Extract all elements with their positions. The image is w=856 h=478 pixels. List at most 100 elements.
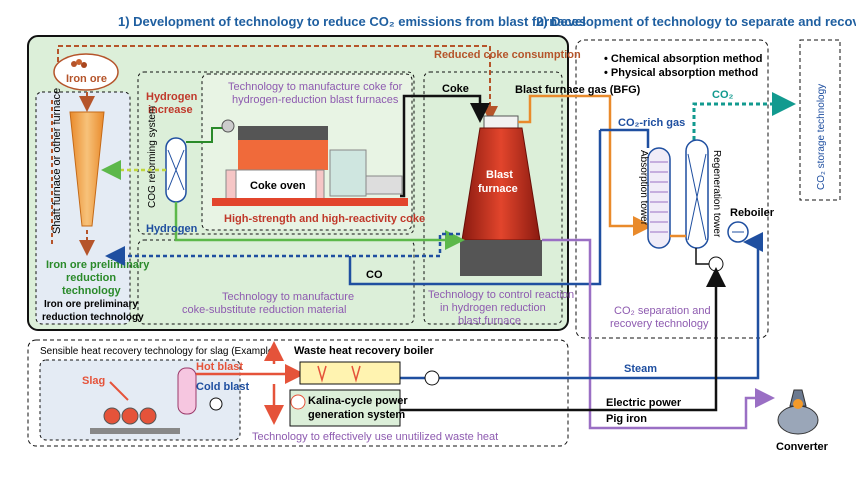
co-return-line: [348, 130, 602, 286]
slag-roller-2: [121, 407, 139, 425]
co2-sep-label-1: CO₂ separation and: [614, 305, 711, 317]
iron-pre-black-2: reduction technology: [42, 312, 144, 323]
control-label-2: in hydrogen reduction: [440, 302, 546, 314]
iron-pre-green-2: reduction: [66, 272, 116, 284]
kalina-label-1: Kalina-cycle power: [308, 395, 408, 407]
cold-blast-label: Cold blast: [196, 381, 250, 393]
bf-control-box: [423, 71, 563, 325]
iron-pre-black-1: Iron ore preliminary: [44, 299, 138, 310]
title-right: 2) Development of technology to separate…: [536, 14, 856, 29]
iron-ore-ellipse: [53, 53, 119, 91]
shaft-furnace-label: Shaft furnace or other furnace: [51, 88, 63, 234]
coke-oven-pipe-icon: [221, 119, 235, 133]
hydrogen-increase-2: increase: [148, 104, 193, 116]
hydrogen-increase-1: Hydrogen: [146, 91, 198, 103]
co-label: CO: [366, 269, 383, 281]
slag-label: Slag: [82, 375, 105, 387]
chem-abs-label: • Chemical absorption method: [604, 53, 762, 65]
boiler-pump-icon: [424, 370, 440, 386]
co2-top-label: CO₂: [712, 89, 734, 101]
hot-blast-label: Hot blast: [196, 361, 243, 373]
iron-ore-icon-2: [76, 59, 82, 65]
coke-sub-label-2: coke-substitute reduction material: [182, 304, 346, 316]
hydrogen-label: Hydrogen: [146, 223, 198, 235]
coke-feed-line: [400, 94, 490, 198]
iron-pre-green-3: technology: [62, 285, 122, 297]
pig-iron-label: Pig iron: [606, 413, 647, 425]
slag-roller-1: [103, 407, 121, 425]
cog-reforming-label: COG reforming system: [147, 106, 158, 208]
iron-ore-icon-3: [81, 62, 87, 68]
electric-power-label: Electric power: [606, 397, 682, 409]
title-left: 1) Development of technology to reduce C…: [118, 14, 586, 29]
kalina-box: [289, 389, 401, 427]
cog-reformer-packing: [167, 149, 185, 191]
unutilized-label: Technology to effectively use unutilized…: [252, 431, 498, 443]
kalina-label-2: generation system: [308, 409, 405, 421]
bf-top: [483, 115, 519, 129]
absorption-tower-label: Absorption tower: [638, 150, 649, 226]
waste-boiler-box: [299, 361, 401, 385]
absorption-tower: [647, 147, 671, 249]
iron-pre-green-1: Iron ore preliminary: [46, 259, 150, 271]
co2-rich-label: CO₂-rich gas: [618, 117, 685, 129]
co-dotted-line: [105, 232, 460, 266]
hydrogen-line: [174, 202, 465, 250]
coke-oven-rail: [212, 198, 408, 206]
co2-to-storage: [692, 92, 796, 140]
pig-iron-line: [542, 238, 775, 430]
reduced-coke-label: Reduced coke consumption: [434, 49, 581, 61]
steam-label: Steam: [624, 363, 657, 375]
bfg-line: [518, 94, 612, 140]
regeneration-packing: [687, 153, 707, 241]
coke-oven-label: Coke oven: [250, 180, 306, 192]
pump-icon: [708, 256, 724, 272]
reduced-coke-line: [57, 45, 498, 122]
reboiler-label: Reboiler: [730, 207, 775, 219]
co2-sep-label-2: recovery technology: [610, 318, 709, 330]
coke-conveyor: [365, 175, 403, 195]
bfg-to-absorber: [608, 140, 653, 236]
co2-storage-box: [799, 39, 841, 201]
blower-icon: [209, 397, 223, 411]
high-strength-label: High-strength and high-reactivity coke: [224, 213, 425, 225]
steam-line: [400, 232, 763, 380]
converter-label: Converter: [776, 441, 829, 453]
coke-tech-box: [137, 71, 415, 235]
boiler-coil: [317, 365, 361, 383]
coke-tech-label-1: Technology to manufacture coke for: [228, 81, 403, 93]
coke-oven-label-box: [235, 169, 317, 201]
bfg-label: Blast furnace gas (BFG): [515, 84, 641, 96]
coke-label: Coke: [442, 83, 469, 95]
control-label-3: blast furnace: [458, 315, 521, 327]
pump-line: [695, 248, 709, 265]
coke-sub-label-1: Technology to manufacture: [222, 291, 354, 303]
phys-abs-label: • Physical absorption method: [604, 67, 758, 79]
blast-furnace-label-1: Blast: [486, 169, 513, 181]
converter-vessel: [777, 405, 819, 435]
heat-exchanger-vessel: [177, 367, 197, 415]
bf-hearth: [460, 240, 542, 276]
regeneration-tower-label: Regeneration tower: [711, 150, 722, 238]
slag-pour: [109, 381, 129, 401]
electric-power-line: [400, 267, 726, 412]
slag-conveyor: [90, 428, 180, 434]
coke-oven-body: [238, 140, 328, 170]
absorption-packing: [650, 161, 668, 233]
slag-roller-3: [139, 407, 157, 425]
converter-flame-icon: [793, 399, 803, 409]
blast-furnace-label-2: furnace: [478, 183, 518, 195]
coke-quench-tower: [329, 149, 367, 197]
control-label-1: Technology to control reaction: [428, 289, 574, 301]
co2-storage-label: CO₂ storage technology: [816, 84, 827, 190]
coke-tech-label-2: hydrogen-reduction blast furnaces: [232, 94, 399, 106]
shaft-furnace-shape: [69, 111, 105, 227]
waste-boiler-label: Waste heat recovery boiler: [294, 345, 434, 357]
iron-ore-icon: [71, 61, 77, 67]
coke-oven-top: [238, 126, 328, 140]
co2-rich-line: [600, 128, 650, 148]
kalina-exchanger-icon: [290, 394, 306, 410]
iron-ore-label: Iron ore: [66, 73, 107, 85]
